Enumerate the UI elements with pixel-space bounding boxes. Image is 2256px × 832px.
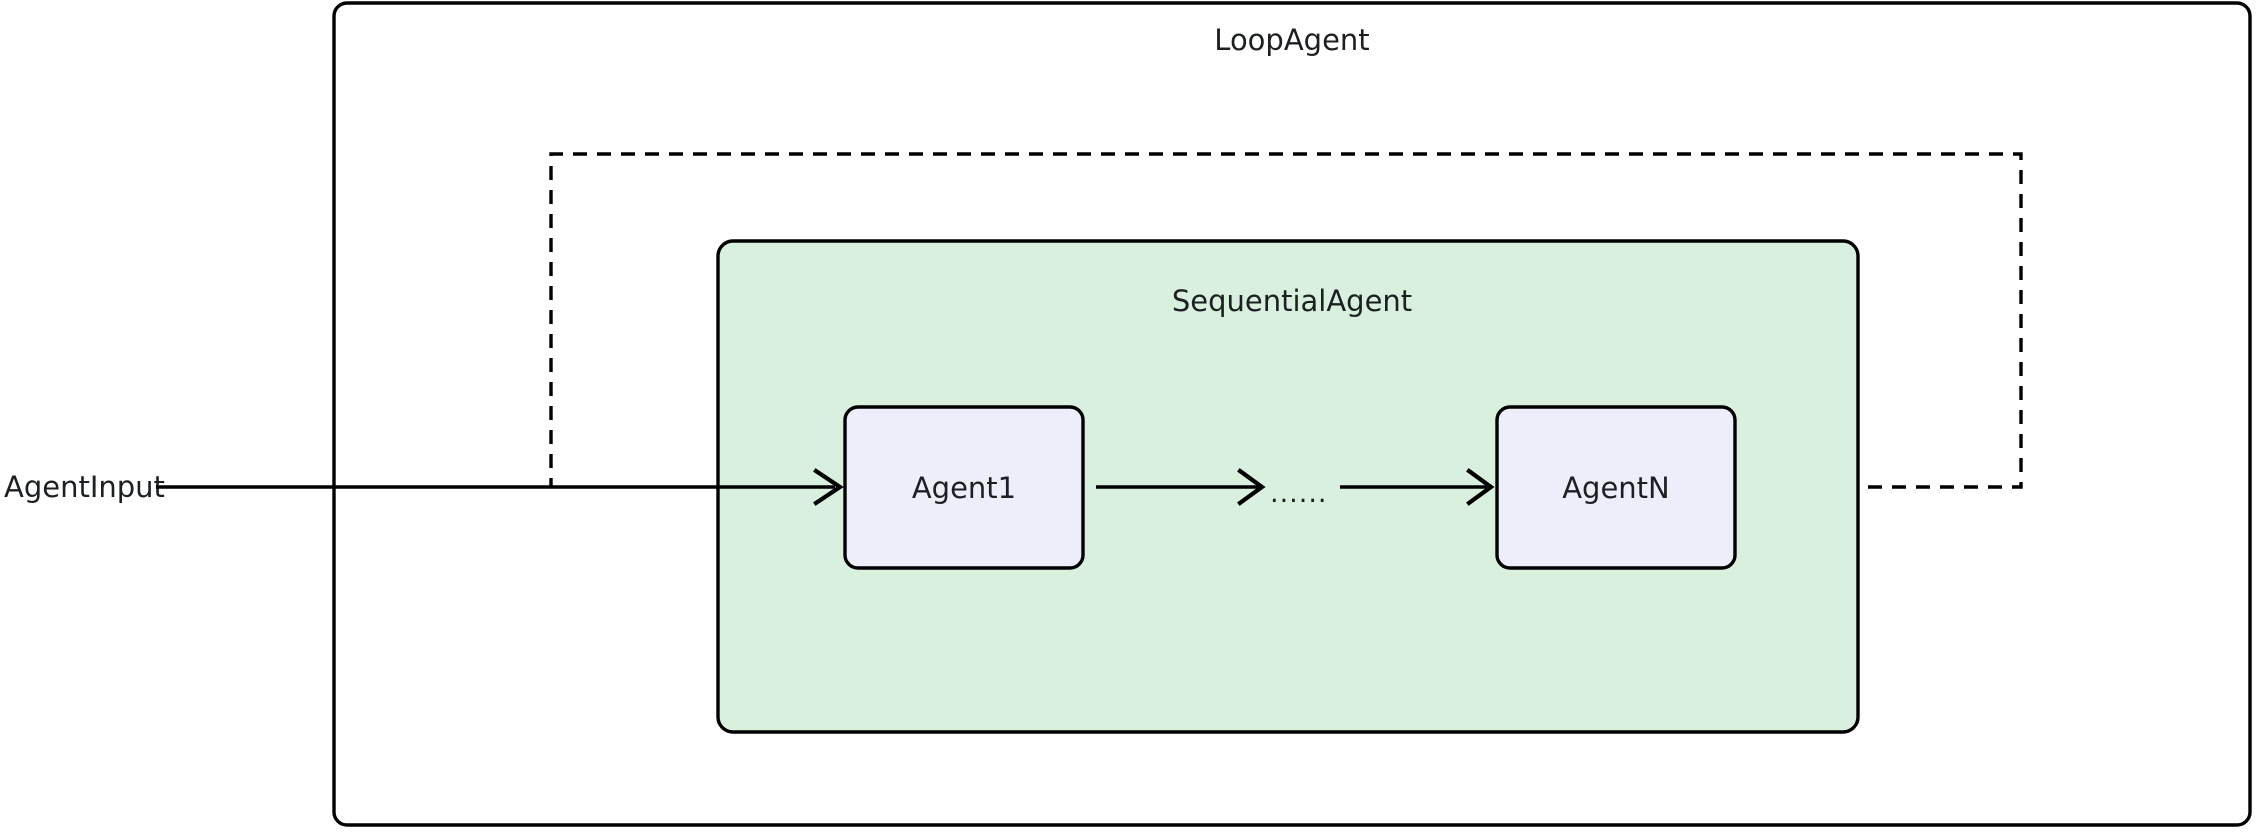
edge-agent1-to-ellipsis-arrowhead	[1237, 468, 1266, 506]
agent-input-label: AgentInput	[4, 470, 165, 504]
node-agent1-label: Agent1	[912, 471, 1016, 505]
edge-ellipsis-to-agentn-arrowhead	[1466, 468, 1495, 506]
node-agentn-label: AgentN	[1562, 471, 1670, 505]
ellipsis-label: ......	[1270, 478, 1328, 509]
loopback-dashed-path	[549, 152, 2023, 489]
node-agentn[interactable]	[1495, 405, 1737, 570]
edge-input-to-agent1-arrowhead	[813, 468, 844, 506]
loop-agent-title: LoopAgent	[1214, 23, 1369, 57]
sequential-agent-title: SequentialAgent	[1172, 284, 1412, 318]
node-agent1[interactable]	[843, 405, 1085, 570]
